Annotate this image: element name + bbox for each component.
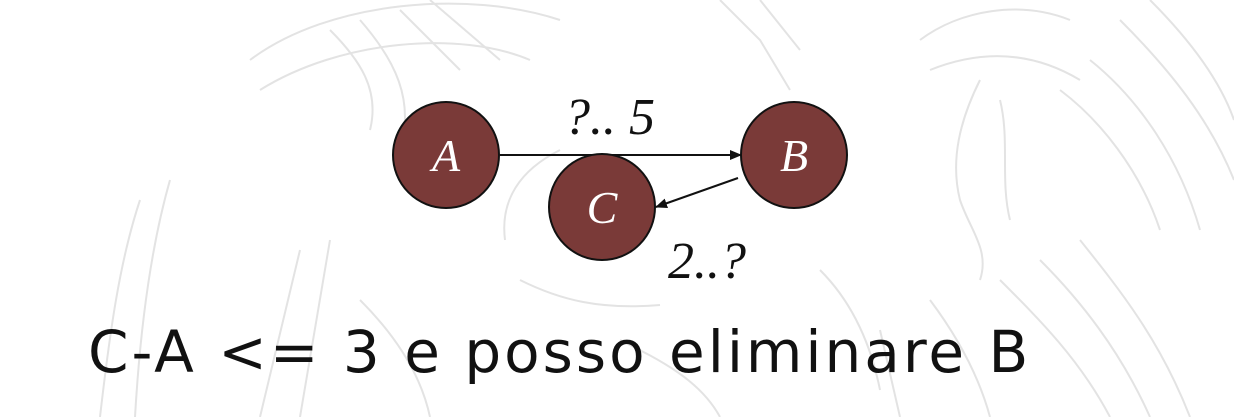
node-c: C: [548, 153, 656, 261]
node-b-label: B: [780, 130, 808, 181]
edge-a-b-label: ?.. 5: [564, 89, 655, 146]
caption: C-A <= 3 e posso eliminare B: [88, 318, 1032, 386]
node-a-label: A: [429, 130, 461, 181]
node-c-label: C: [587, 182, 619, 233]
node-a: A: [392, 101, 500, 209]
edge-b-c-label: 2..?: [668, 233, 746, 290]
edge-b-c: [655, 177, 739, 209]
node-b: B: [740, 101, 848, 209]
